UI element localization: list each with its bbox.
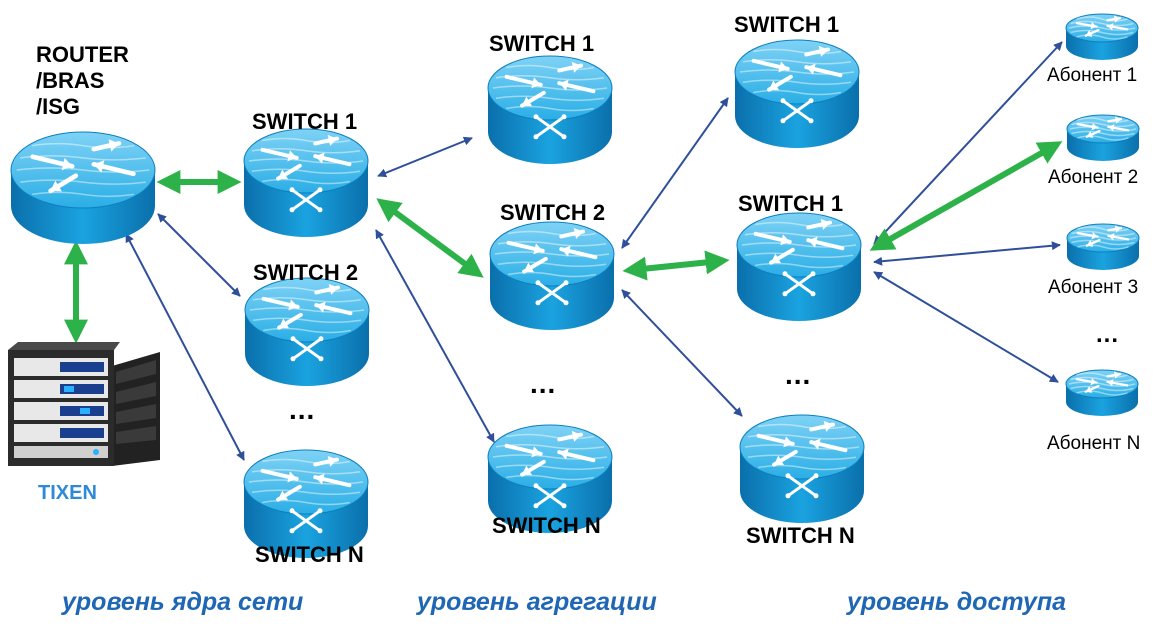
agg-switch-2-label: SWITCH 2 xyxy=(500,200,606,225)
acc-switch-1-top-icon xyxy=(734,39,860,148)
subscriber-1-label: Абонент 1 xyxy=(1047,65,1138,86)
core-switch-n-label: SWITCH N xyxy=(255,542,364,567)
link-agg2-acc2 xyxy=(622,250,730,281)
acc-ellipsis: ... xyxy=(785,359,812,390)
link-router-core2 xyxy=(157,213,241,297)
acc-switch-1-mid-label: SWITCH 1 xyxy=(738,191,844,216)
link-core1-agg2 xyxy=(376,198,484,278)
acc-switch-1-top-label: SWITCH 1 xyxy=(734,12,840,37)
router-label: ROUTER /BRAS /ISG xyxy=(36,42,129,119)
agg-switch-2-icon xyxy=(489,221,615,330)
subscriber-1-icon xyxy=(1065,13,1139,60)
server-icon xyxy=(8,342,160,466)
core-ellipsis: ... xyxy=(289,394,316,425)
link-acc-subN xyxy=(873,271,1059,383)
acc-switch-n-icon xyxy=(739,414,865,523)
agg-switch-1-label: SWITCH 1 xyxy=(489,31,595,56)
link-acc-sub1 xyxy=(873,41,1063,245)
agg-switch-1-icon xyxy=(487,55,613,164)
subscriber-2-label: Абонент 2 xyxy=(1048,167,1139,188)
link-agg2-accN xyxy=(621,289,743,417)
subscriber-3-label: Абонент 3 xyxy=(1048,277,1139,298)
subscriber-ellipsis: ... xyxy=(1096,321,1120,348)
core-switch-2-label: SWITCH 2 xyxy=(253,260,359,285)
agg-switch-n-icon xyxy=(487,424,613,533)
link-acc-sub3 xyxy=(873,241,1061,266)
level-aggregation-label: уровень агрегации xyxy=(417,588,657,616)
server-label: TIXEN xyxy=(38,482,97,504)
link-core1-aggN xyxy=(375,229,495,443)
subscriber-n-icon xyxy=(1065,369,1139,416)
link-acc2-sub2 xyxy=(869,141,1063,251)
level-access-label: уровень доступа xyxy=(847,588,1067,616)
router-icon xyxy=(10,131,156,244)
subscriber-3-icon xyxy=(1066,223,1140,270)
core-switch-1-label: SWITCH 1 xyxy=(252,109,358,134)
core-switch-n-icon xyxy=(243,449,369,558)
acc-switch-1-mid-icon xyxy=(736,212,862,321)
agg-ellipsis: ... xyxy=(530,368,557,399)
subscriber-n-label: Абонент N xyxy=(1047,433,1141,454)
acc-switch-n-label: SWITCH N xyxy=(746,523,855,548)
core-switch-2-icon xyxy=(244,277,370,386)
agg-switch-n-label: SWITCH N xyxy=(492,513,601,538)
thick-links xyxy=(64,141,1063,344)
link-router-coreN xyxy=(125,233,245,461)
core-switch-1-icon xyxy=(243,128,369,237)
level-core-label: уровень ядра сети xyxy=(62,588,304,616)
link-agg2-acc1 xyxy=(621,97,729,249)
link-core1-agg1 xyxy=(377,136,473,178)
subscriber-2-icon xyxy=(1066,114,1140,161)
